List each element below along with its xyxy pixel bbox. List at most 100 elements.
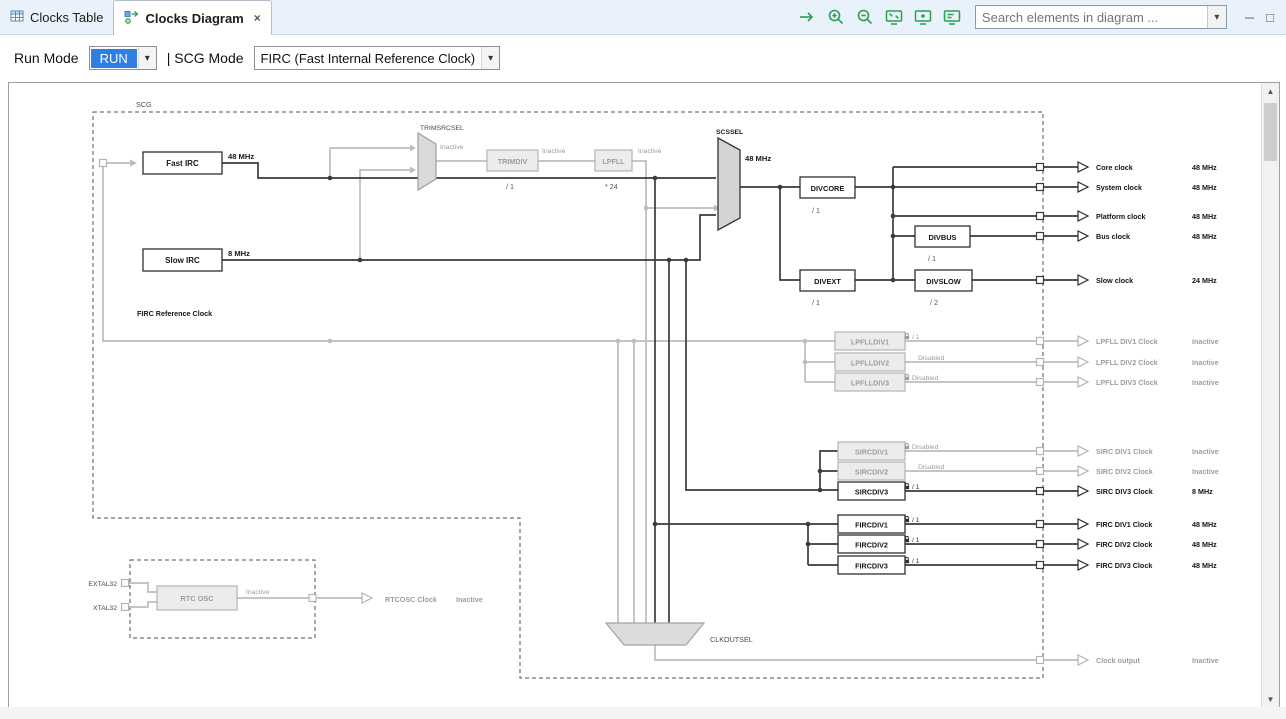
lpflldiv1-block[interactable]: LPFLLDIV1 [835, 332, 905, 350]
sircdiv2-block[interactable]: SIRCDIV2 [838, 462, 905, 480]
trimdiv-block[interactable]: TRIMDIV [487, 150, 538, 171]
fast-irc-label: Fast IRC [166, 159, 199, 168]
lpflldiv2-label: LPFLLDIV2 [851, 359, 889, 368]
svg-text:24 MHz: 24 MHz [1192, 276, 1217, 285]
fircdiv3-annotation: / 1 [912, 558, 920, 565]
divbus-block[interactable]: DIVBUS [915, 226, 970, 247]
xtal32-connector [122, 604, 129, 611]
zoom-in-icon[interactable] [824, 5, 848, 29]
slow-irc-block[interactable]: Slow IRC [143, 249, 222, 271]
fircdiv2-block[interactable]: FIRCDIV2 [838, 535, 905, 553]
fircdiv1-annotation: / 1 [912, 517, 920, 524]
output-row-slow-clock[interactable]: Slow clock 24 MHz [1037, 275, 1218, 285]
rtc-osc-block[interactable]: RTC OSC [157, 586, 237, 610]
lpflldiv3-block[interactable]: LPFLLDIV3 [835, 373, 905, 391]
output-row-platform-clock[interactable]: Platform clock 48 MHz [1037, 211, 1218, 221]
lpflldiv3-label: LPFLLDIV3 [851, 379, 889, 388]
lpflldiv3-annotation: Disabled [912, 375, 939, 382]
rtcosc-clock-value: Inactive [456, 595, 483, 604]
scg-mode-select[interactable]: FIRC (Fast Internal Reference Clock) ▾ [254, 46, 501, 70]
mode-bar: Run Mode RUN ▾ | SCG Mode FIRC (Fast Int… [0, 35, 1286, 81]
svg-text:48 MHz: 48 MHz [1192, 540, 1217, 549]
sircdiv2-label: SIRCDIV2 [855, 468, 888, 477]
search-input[interactable] [976, 10, 1207, 25]
rtc-osc-label: RTC OSC [180, 594, 214, 603]
scssel-title: SCSSEL [716, 129, 743, 136]
scg-mode-value: FIRC (Fast Internal Reference Clock) [255, 49, 482, 68]
output-row-lpfll-div1[interactable]: LPFLL DIV1 Clock Inactive [1037, 336, 1219, 346]
divcore-block[interactable]: DIVCORE [800, 177, 855, 198]
sircdiv3-block[interactable]: SIRCDIV3 [838, 482, 905, 500]
fircdiv3-label: FIRCDIV3 [855, 562, 888, 571]
lock-icon [905, 443, 909, 449]
svg-text:Bus clock: Bus clock [1096, 232, 1130, 241]
close-tab-icon[interactable]: × [254, 11, 261, 25]
divbus-label: DIVBUS [929, 233, 957, 242]
tab-label: Clocks Diagram [145, 11, 243, 26]
output-row-clock-output[interactable]: Clock output Inactive [1037, 655, 1219, 665]
output-row-bus-clock[interactable]: Bus clock 48 MHz [1037, 231, 1218, 241]
fircdiv1-label: FIRCDIV1 [855, 521, 888, 530]
svg-text:FIRC DIV3 Clock: FIRC DIV3 Clock [1096, 561, 1152, 570]
output-row-firc-div2[interactable]: FIRC DIV2 Clock 48 MHz [1037, 539, 1218, 549]
fircdiv3-block[interactable]: FIRCDIV3 [838, 556, 905, 574]
lock-icon [905, 374, 909, 380]
clocks-diagram-svg: SCG [9, 83, 1260, 705]
trimsrcsel-mux[interactable] [418, 133, 436, 190]
output-row-sirc-div3[interactable]: SIRC DIV3 Clock 8 MHz [1037, 486, 1214, 496]
svg-text:Inactive: Inactive [1192, 447, 1219, 456]
svg-text:48 MHz: 48 MHz [1192, 163, 1217, 172]
divext-block[interactable]: DIVEXT [800, 270, 855, 291]
output-row-lpfll-div2[interactable]: LPFLL DIV2 Clock Inactive [1037, 357, 1219, 367]
lpfll-label: LPFLL [602, 157, 625, 166]
output-row-system-clock[interactable]: System clock 48 MHz [1037, 182, 1218, 192]
divslow-block[interactable]: DIVSLOW [915, 270, 972, 291]
sircdiv1-annotation: Disabled [912, 444, 939, 451]
scroll-down-icon[interactable]: ▼ [1262, 691, 1279, 707]
trimdiv-factor: / 1 [506, 182, 514, 191]
scroll-up-icon[interactable]: ▲ [1262, 83, 1279, 99]
clkoutsel-mux[interactable] [606, 623, 704, 645]
slow-irc-label: Slow IRC [165, 256, 200, 265]
fast-irc-block[interactable]: Fast IRC [143, 152, 222, 174]
lpflldiv1-label: LPFLLDIV1 [851, 338, 889, 347]
output-row-firc-div3[interactable]: FIRC DIV3 Clock 48 MHz [1037, 560, 1218, 570]
lpfll-factor: * 24 [605, 182, 618, 191]
xtal32-label: XTAL32 [93, 605, 117, 612]
tab-clocks-diagram[interactable]: Clocks Diagram × [113, 0, 271, 35]
run-mode-select[interactable]: RUN ▾ [89, 46, 157, 70]
output-row-lpfll-div3[interactable]: LPFLL DIV3 Clock Inactive [1037, 377, 1219, 387]
svg-text:48 MHz: 48 MHz [1192, 232, 1217, 241]
navigate-arrow-icon[interactable] [795, 5, 819, 29]
chevron-down-icon: ▾ [481, 47, 499, 69]
sircdiv1-block[interactable]: SIRCDIV1 [838, 442, 905, 460]
zoom-out-icon[interactable] [853, 5, 877, 29]
svg-text:LPFLL DIV3 Clock: LPFLL DIV3 Clock [1096, 378, 1158, 387]
zoom-selection-icon[interactable] [911, 5, 935, 29]
scrollbar-thumb[interactable] [1264, 103, 1277, 161]
search-chevron-down-icon[interactable]: ▾ [1207, 6, 1226, 28]
clocks-diagram-canvas[interactable]: SCG [8, 82, 1280, 708]
lpfll-block[interactable]: LPFLL [595, 150, 632, 171]
fircdiv1-block[interactable]: FIRCDIV1 [838, 515, 905, 533]
minimize-view-icon[interactable]: ─ [1245, 11, 1254, 24]
lpflldiv2-block[interactable]: LPFLLDIV2 [835, 353, 905, 371]
maximize-view-icon[interactable]: □ [1266, 11, 1274, 24]
sircdiv2-annotation: Disabled [918, 464, 945, 471]
output-row-sirc-div2[interactable]: SIRC DIV2 Clock Inactive [1037, 466, 1219, 476]
lock-icon [905, 333, 909, 339]
extal32-label: EXTAL32 [88, 581, 117, 588]
vertical-scrollbar[interactable]: ▲ ▼ [1261, 83, 1279, 707]
divslow-label: DIVSLOW [926, 277, 961, 286]
diagram-search-box: ▾ [975, 5, 1227, 29]
output-row-firc-div1[interactable]: FIRC DIV1 Clock 48 MHz [1037, 519, 1218, 529]
output-row-sirc-div1[interactable]: SIRC DIV1 Clock Inactive [1037, 446, 1219, 456]
tab-clocks-table[interactable]: Clocks Table [0, 0, 113, 34]
scssel-mux[interactable] [718, 138, 740, 230]
trimsrcsel-status: Inactive [440, 144, 464, 151]
zoom-fit-icon[interactable] [882, 5, 906, 29]
output-row-core-clock[interactable]: Core clock 48 MHz [1037, 162, 1218, 172]
slow-irc-freq: 8 MHz [228, 249, 250, 258]
svg-text:Platform clock: Platform clock [1096, 212, 1146, 221]
diagram-overview-icon[interactable] [940, 5, 964, 29]
